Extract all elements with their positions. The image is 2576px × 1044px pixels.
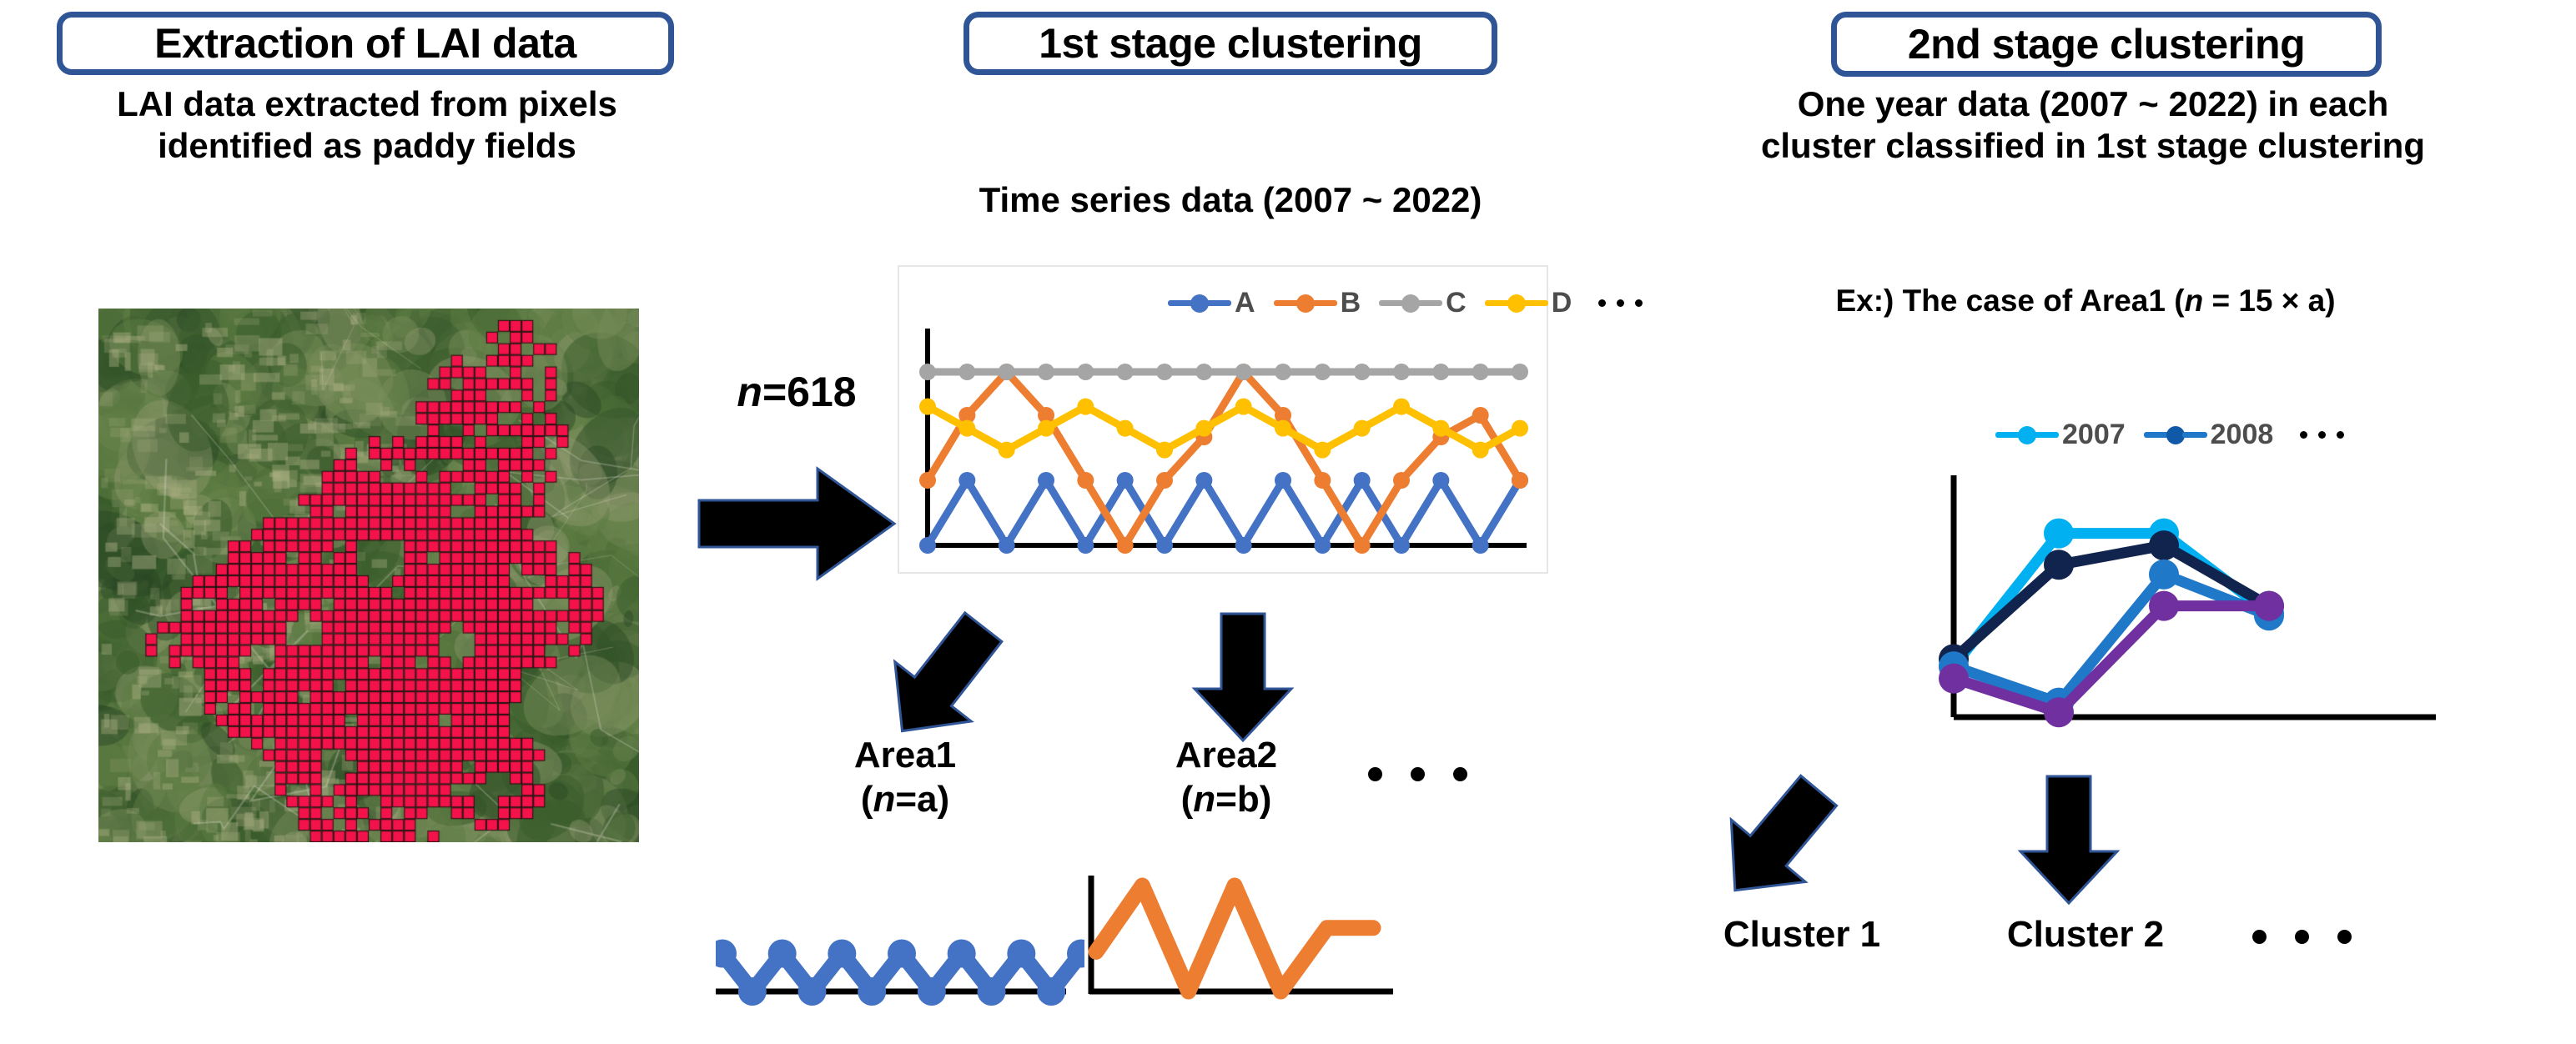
paddy-field-pixel-map: [98, 309, 639, 842]
cluster-ellipsis-icon: [2252, 930, 2352, 944]
legend-marker-2008: [2166, 425, 2185, 444]
area2-label: Area2 (n=b): [1118, 734, 1335, 822]
legend-line-c2: [1417, 300, 1443, 306]
legend-line-b2: [1311, 300, 1337, 306]
header-box-stage2: 2nd stage clustering: [1831, 12, 2382, 77]
sample-count-n-symbol: n: [737, 369, 762, 415]
legend-line-b: [1273, 300, 1299, 306]
legend-line-2008b: [2181, 432, 2207, 438]
legend-item-2008: 2008: [2143, 419, 2274, 451]
legend-label-d: D: [1551, 287, 1572, 319]
sample-count-label: n=618: [676, 367, 918, 417]
header-title-extraction: Extraction of LAI data: [154, 20, 576, 67]
area1-label: Area1 (n=a): [797, 734, 1014, 822]
legend-line-2007: [1995, 432, 2020, 438]
legend-line-a: [1168, 300, 1193, 306]
header-title-stage2: 2nd stage clustering: [1907, 21, 2306, 68]
arrow-down-to-area1: [893, 610, 1004, 733]
legend-line-2007b: [2034, 432, 2059, 438]
legend-label-2008: 2008: [2210, 419, 2274, 450]
chart-area2-series: [1084, 867, 1435, 1040]
legend-line-d: [1484, 300, 1510, 306]
area2-count: (n=b): [1118, 778, 1335, 822]
caption-stage1: Time series data (2007 ~ 2022): [979, 180, 1482, 219]
legend-label-a: A: [1235, 287, 1255, 319]
arrow-down-to-cluster2: [2017, 775, 2121, 906]
legend-years: 2007 2008: [1995, 419, 2345, 451]
header-box-extraction: Extraction of LAI data: [57, 12, 674, 75]
legend-marker-b: [1296, 294, 1315, 313]
cluster1-label: Cluster 1: [1723, 914, 1881, 955]
legend-label-2007: 2007: [2062, 419, 2126, 450]
legend-line-a2: [1206, 300, 1231, 306]
map-canvas: [98, 309, 639, 842]
area2-name: Area2: [1175, 735, 1278, 775]
legend-item-b: B: [1273, 287, 1361, 319]
legend-item-c: C: [1379, 287, 1467, 319]
area2-n-symbol: n: [1193, 778, 1216, 820]
chart-one-year-area1: 2007 2008: [1902, 409, 2436, 759]
cluster2-label: Cluster 2: [2006, 914, 2165, 955]
caption-stage2: One year data (2007 ~ 2022) in each clus…: [1761, 84, 2425, 165]
caption-extraction: LAI data extracted from pixels identifie…: [117, 84, 617, 165]
area1-paren-open: (: [860, 778, 873, 820]
legend-time-series: A B C D: [1168, 287, 1643, 319]
area-ellipsis-icon: [1368, 767, 1467, 781]
header-box-stage1: 1st stage clustering: [963, 12, 1497, 75]
example-prefix: Ex:) The case of Area1 (: [1835, 283, 2185, 318]
arrow-down-to-cluster1: [1729, 774, 1839, 892]
area1-name: Area1: [853, 735, 957, 775]
arrow-down-to-area2: [1191, 612, 1295, 743]
caption-stage2-example: Ex:) The case of Area1 (n = 15 × a): [1643, 246, 2528, 319]
legend-label-c: C: [1446, 287, 1467, 319]
chart-area1-series: [708, 867, 1116, 1040]
area2-paren-open: (: [1180, 778, 1194, 820]
legend-ellipsis-icon: [1598, 299, 1643, 307]
legend-line-2008: [2143, 432, 2169, 438]
legend-marker-c: [1401, 294, 1421, 313]
legend-marker-d: [1507, 294, 1526, 313]
area1-n-value: =a): [895, 778, 950, 820]
legend-years-ellipsis-icon: [2300, 431, 2345, 439]
time-series-plot: [919, 329, 1528, 554]
one-year-plot: [1939, 475, 2436, 728]
example-n-symbol: n: [2184, 283, 2204, 318]
sample-count-value: =618: [762, 369, 857, 415]
legend-marker-a: [1190, 294, 1209, 313]
legend-item-2007: 2007: [1995, 419, 2126, 451]
example-suffix: = 15 × a): [2203, 283, 2336, 318]
area1-plot: [708, 939, 1095, 1006]
legend-line-c: [1379, 300, 1405, 306]
chart-time-series-all: A B C D: [898, 265, 1643, 574]
area2-plot: [1088, 876, 1393, 1000]
area1-count: (n=a): [797, 778, 1014, 822]
legend-item-a: A: [1168, 287, 1255, 319]
legend-label-b: B: [1340, 287, 1361, 319]
area1-n-symbol: n: [873, 778, 896, 820]
legend-item-d: D: [1484, 287, 1572, 319]
area2-n-value: =b): [1215, 778, 1272, 820]
arrow-right-to-stage1: [697, 466, 897, 581]
header-title-stage1: 1st stage clustering: [1039, 20, 1422, 67]
legend-line-d2: [1522, 300, 1548, 306]
legend-marker-2007: [2018, 425, 2036, 444]
